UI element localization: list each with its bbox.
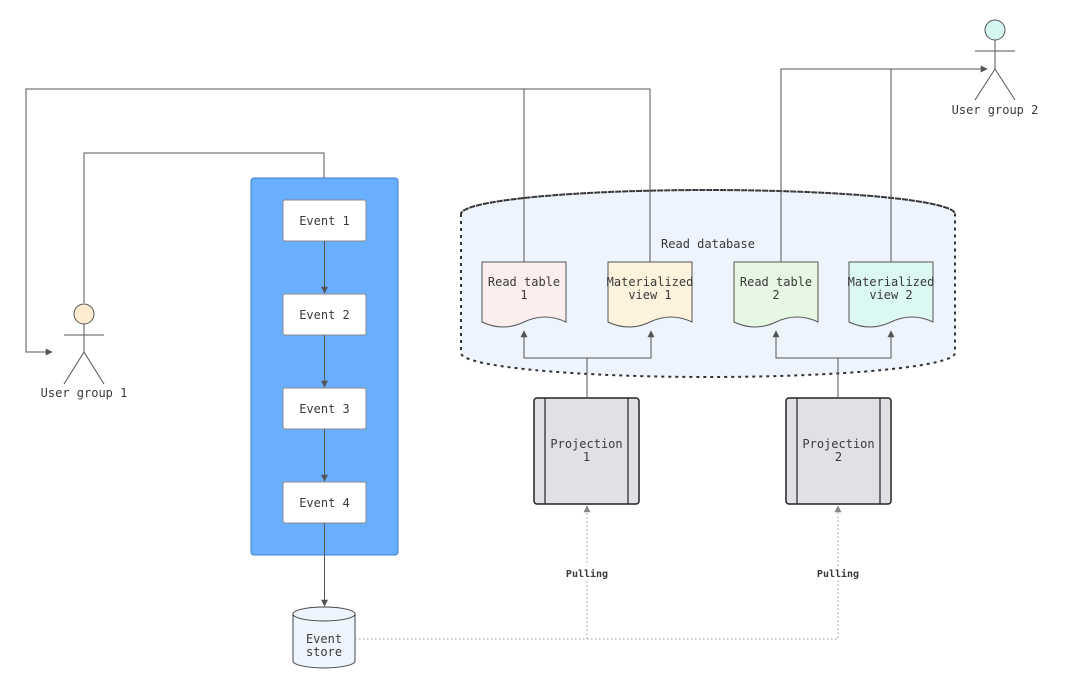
actor-2-label: User group 2 [952, 103, 1039, 117]
edge-readtable2-to-user2 [780, 65, 988, 262]
read-table-2-line1: Read table [740, 275, 812, 289]
event-store-body [292, 606, 356, 669]
projection-node: Projection 1 [533, 397, 640, 505]
actor-user-group-1: User group 1 [41, 303, 128, 400]
edge-matview1-to-user1 [524, 88, 651, 262]
read-table-2-shape [733, 261, 819, 328]
pulling-label-1: Pulling [566, 568, 608, 580]
document-node: Read table 2 [733, 261, 819, 328]
pulling-edges: Pulling Pulling [355, 505, 865, 640]
actor-user-group-2: User group 2 [952, 19, 1039, 117]
edge-user1-to-stream [83, 152, 325, 303]
pulling-label-2: Pulling [817, 568, 859, 580]
event-3-label: Event 3 [299, 402, 350, 416]
materialized-view-1-line1: Materialized [607, 275, 694, 289]
read-database: Read database [460, 189, 956, 378]
read-database-body [460, 189, 956, 378]
event-2-label: Event 2 [299, 308, 350, 322]
event-node: Event 1 [282, 199, 367, 242]
projection-2-label-line1: Projection [802, 437, 874, 451]
materialized-view-1-shape [607, 261, 693, 328]
read-database-top-rim [460, 189, 956, 215]
read-table-1-line2: 1 [520, 288, 527, 302]
read-table-1-shape [481, 261, 567, 328]
event-node: Event 3 [282, 387, 367, 430]
event-1-label: Event 1 [299, 214, 350, 228]
projection-1-label-line2: 1 [583, 450, 590, 464]
document-node: Materialized view 2 [848, 261, 935, 328]
actor-1-head [73, 303, 95, 325]
materialized-view-2-line1: Materialized [848, 275, 935, 289]
event-store: Event store [292, 606, 356, 669]
read-table-2-line2: 2 [772, 288, 779, 302]
edge-readtable1-to-user1 [25, 88, 525, 356]
read-table-1-line1: Read table [488, 275, 560, 289]
document-node: Materialized view 1 [607, 261, 694, 328]
materialized-view-2-line2: view 2 [869, 288, 912, 302]
event-store-label-line1: Event [306, 632, 342, 646]
event-4-label: Event 4 [299, 496, 350, 510]
event-node: Event 4 [282, 481, 367, 524]
user-read-edges [25, 65, 988, 356]
materialized-view-2-shape [848, 261, 934, 328]
read-database-label: Read database [661, 237, 755, 251]
edge-store-projection2 [587, 505, 842, 640]
document-node: Read table 1 [481, 261, 567, 328]
projection-1-label-line1: Projection [550, 437, 622, 451]
event-node: Event 2 [282, 293, 367, 336]
event-store-label-line2: store [306, 645, 342, 659]
projection-output-edges [520, 330, 895, 398]
projection-node: Projection 2 [785, 397, 892, 505]
materialized-view-1-line2: view 1 [628, 288, 671, 302]
actor-1-label: User group 1 [41, 386, 128, 400]
actor-2-head [984, 19, 1006, 41]
projection-2-label-line2: 2 [835, 450, 842, 464]
event-store-rim [292, 613, 356, 622]
